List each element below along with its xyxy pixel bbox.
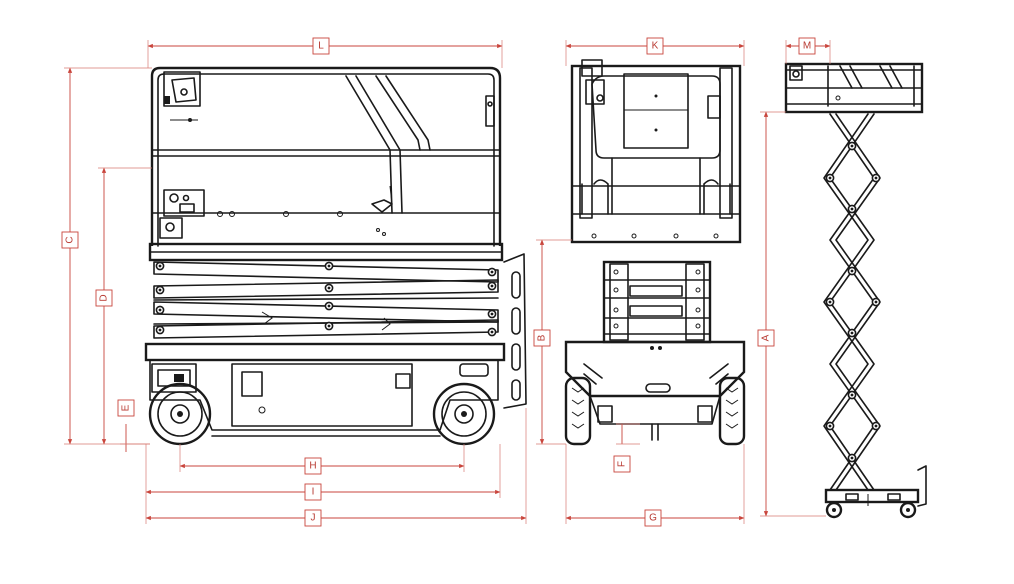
svg-text:J: J xyxy=(311,513,316,524)
elevated-view xyxy=(784,62,927,519)
side-rear-ladder xyxy=(503,253,527,409)
side-rear-wheel xyxy=(432,382,496,446)
svg-text:M: M xyxy=(803,41,811,52)
dimension-label-j: J xyxy=(304,509,322,527)
svg-text:E: E xyxy=(121,404,132,411)
dimension-label-c: C xyxy=(61,231,79,249)
elevated-front-wheel xyxy=(825,501,843,519)
elevated-platform xyxy=(784,62,924,114)
dimension-label-a: A xyxy=(757,329,775,347)
svg-text:G: G xyxy=(649,513,657,524)
dimension-label-h: H xyxy=(304,457,322,475)
dimension-label-m: M xyxy=(798,37,816,55)
svg-text:L: L xyxy=(318,41,324,52)
front-left-tire xyxy=(564,376,592,446)
elevated-chassis xyxy=(824,465,927,507)
svg-text:D: D xyxy=(99,294,110,301)
front-chassis xyxy=(564,340,746,441)
side-view xyxy=(144,66,527,446)
svg-text:K: K xyxy=(652,41,659,52)
side-platform-deck xyxy=(148,228,504,262)
dimension-label-e: E xyxy=(117,399,135,417)
svg-text:C: C xyxy=(65,236,76,243)
svg-text:I: I xyxy=(312,487,315,498)
svg-text:F: F xyxy=(617,461,628,467)
front-right-tire xyxy=(718,376,746,446)
dimension-label-g: G xyxy=(644,509,662,527)
side-guardrail xyxy=(150,66,502,247)
elevated-scissor-arms xyxy=(823,113,881,491)
front-view xyxy=(564,59,746,446)
front-scissor-stack xyxy=(602,260,712,350)
svg-text:H: H xyxy=(309,461,316,472)
elevated-rear-wheel xyxy=(899,501,917,519)
side-front-wheel xyxy=(148,382,212,446)
dimension-lines xyxy=(64,40,831,524)
svg-text:B: B xyxy=(537,334,548,341)
dimension-label-f: F xyxy=(613,455,631,473)
dimension-label-b: B xyxy=(533,329,551,347)
svg-text:A: A xyxy=(761,334,772,341)
dimension-label-d: D xyxy=(95,289,113,307)
dimension-label-i: I xyxy=(304,483,322,501)
dimension-label-k: K xyxy=(646,37,664,55)
side-scissor-stack xyxy=(153,261,499,339)
front-guardrail xyxy=(570,59,742,244)
dimension-label-l: L xyxy=(312,37,330,55)
